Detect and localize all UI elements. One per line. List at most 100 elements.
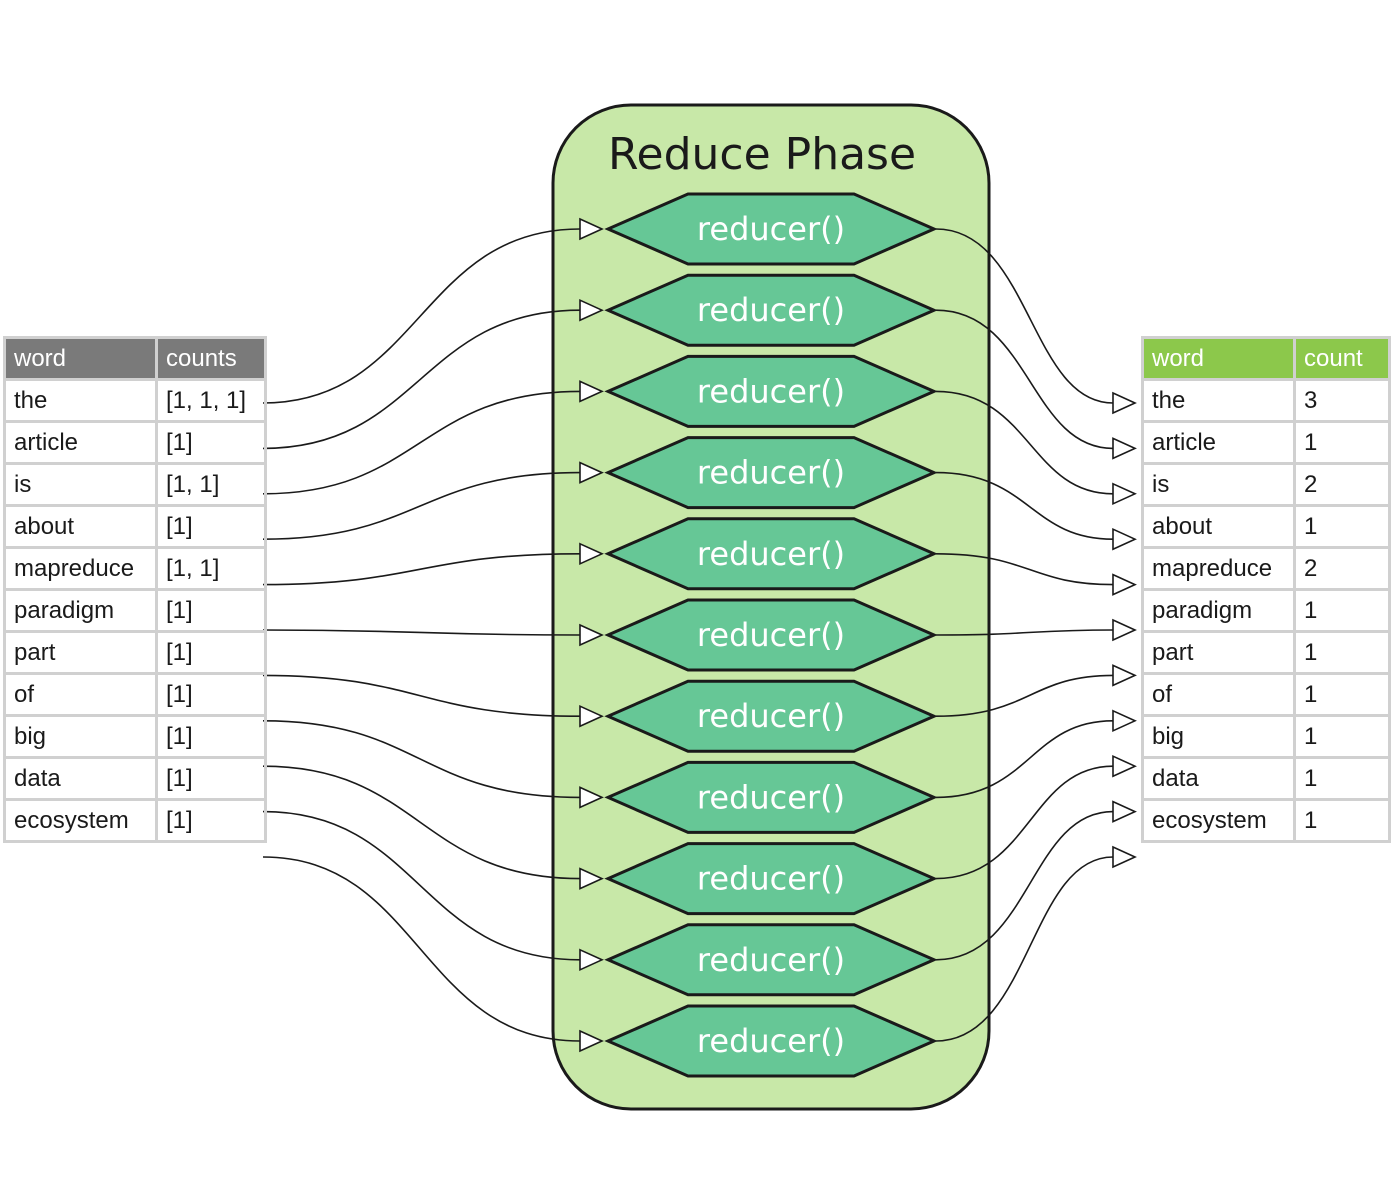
arrowhead-icon: [1112, 754, 1137, 778]
arrowhead-icon: [1112, 845, 1137, 869]
reducer-label: reducer(): [697, 941, 845, 979]
reducer-label: reducer(): [697, 697, 845, 735]
word-cell: mapreduce: [1141, 546, 1296, 591]
word-cell: article: [1141, 420, 1296, 465]
input-row: paradigm[1]: [3, 588, 267, 633]
arrowhead-icon: [1112, 437, 1137, 460]
connector-line: [262, 390, 581, 495]
reducer-node: reducer(): [604, 842, 938, 916]
counts-cell: [1]: [155, 630, 267, 675]
input-header-word: word: [3, 336, 158, 381]
arrowhead-icon: [579, 1029, 604, 1053]
word-cell: part: [1141, 630, 1296, 675]
counts-cell: [1]: [155, 504, 267, 549]
count-cell: 1: [1293, 756, 1391, 801]
input-header-row: word counts: [3, 336, 267, 381]
count-cell: 1: [1293, 504, 1391, 549]
reducer-hexagon: [604, 679, 938, 753]
arrowhead-icon: [579, 948, 604, 972]
arrowhead-icon: [1112, 482, 1137, 506]
connector-line: [262, 553, 581, 586]
reducer-label: reducer(): [697, 860, 845, 898]
connector-line: [935, 720, 1114, 799]
counts-cell: [1]: [155, 798, 267, 843]
reducer-node: reducer(): [604, 760, 938, 834]
input-row: ecosystem[1]: [3, 798, 267, 843]
count-cell: 3: [1293, 378, 1391, 423]
reducer-hexagon: [604, 1004, 938, 1078]
connector-line: [935, 471, 1114, 540]
word-cell: of: [3, 672, 158, 717]
reducer-node: reducer(): [604, 923, 938, 997]
reducer-hexagon: [604, 436, 938, 510]
arrowhead-icon: [579, 217, 604, 241]
reducer-hexagon: [604, 760, 938, 834]
counts-cell: [1]: [155, 588, 267, 633]
reducer-label: reducer(): [697, 1022, 845, 1060]
connector-line: [262, 765, 581, 880]
reducer-node: reducer(): [604, 598, 938, 672]
arrowhead-icon: [1112, 527, 1137, 551]
count-cell: 1: [1293, 672, 1391, 717]
counts-cell: [1, 1]: [155, 546, 267, 591]
connector-line: [935, 390, 1114, 495]
reducer-node: reducer(): [604, 517, 938, 591]
reducer-hexagon: [604, 273, 938, 347]
word-cell: is: [1141, 462, 1296, 507]
input-row: article[1]: [3, 420, 267, 465]
input-row: of[1]: [3, 672, 267, 717]
word-cell: of: [1141, 672, 1296, 717]
counts-cell: [1]: [155, 714, 267, 759]
count-cell: 1: [1293, 420, 1391, 465]
input-table: word counts the[1, 1, 1]article[1]is[1, …: [3, 336, 267, 843]
reducer-hexagon: [604, 923, 938, 997]
connector-line: [262, 228, 581, 404]
connector-line: [262, 856, 581, 1042]
connector-line: [935, 810, 1114, 961]
input-row: is[1, 1]: [3, 462, 267, 507]
arrowhead-icon: [579, 704, 604, 728]
reducer-node: reducer(): [604, 354, 938, 428]
arrowhead-icon: [1112, 391, 1137, 415]
reducer-hexagon: [604, 354, 938, 428]
arrowhead-icon: [579, 298, 604, 322]
connector-line: [935, 856, 1114, 1042]
counts-cell: [1, 1]: [155, 462, 267, 507]
word-cell: about: [1141, 504, 1296, 549]
reducer-label: reducer(): [697, 291, 845, 329]
counts-cell: [1, 1, 1]: [155, 378, 267, 423]
reducer-node: reducer(): [604, 192, 938, 266]
input-row: part[1]: [3, 630, 267, 675]
input-row: about[1]: [3, 504, 267, 549]
counts-cell: [1]: [155, 420, 267, 465]
connectors: [262, 217, 1137, 1053]
connector-line: [935, 228, 1114, 404]
connector-line: [935, 674, 1114, 717]
arrowhead-icon: [579, 380, 604, 403]
connector-line: [262, 309, 581, 450]
word-cell: paradigm: [1141, 588, 1296, 633]
reducer-label: reducer(): [697, 535, 845, 573]
arrowhead-icon: [579, 623, 604, 647]
word-cell: data: [1141, 756, 1296, 801]
arrowhead-icon: [579, 461, 604, 484]
input-row: the[1, 1, 1]: [3, 378, 267, 423]
reducer-hexagon: [604, 842, 938, 916]
reducer-label: reducer(): [697, 454, 845, 492]
arrowhead-icon: [1112, 573, 1137, 596]
input-row: data[1]: [3, 756, 267, 801]
connector-line: [935, 765, 1114, 880]
reducer-label: reducer(): [697, 210, 845, 248]
arrowhead-icon: [579, 786, 604, 809]
arrowhead-icon: [1112, 618, 1137, 642]
